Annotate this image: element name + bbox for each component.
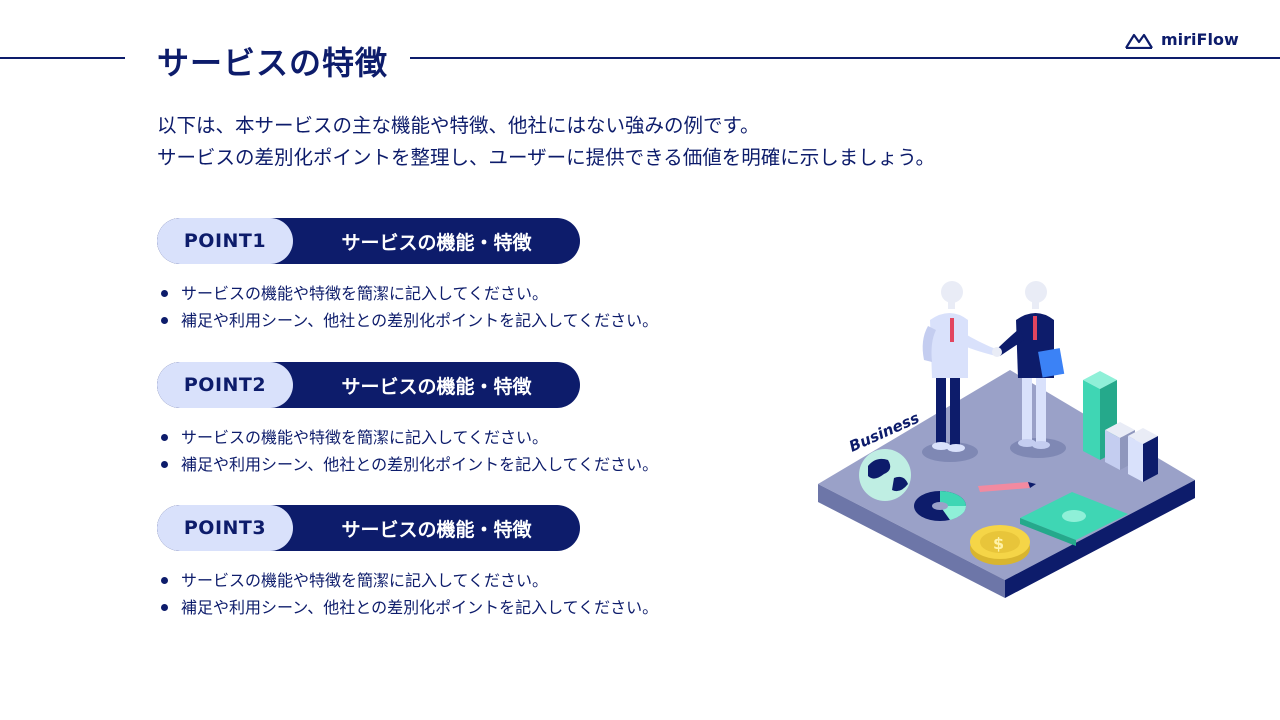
banknote-icon (1020, 492, 1128, 546)
dollar-sign-icon: $ (993, 534, 1004, 553)
globe-icon (859, 449, 911, 501)
pie-chart-icon (914, 491, 967, 521)
bullet-item: 補足や利用シーン、他社との差別化ポイントを記入してください。 (157, 307, 857, 334)
bullet-item: サービスの機能や特徴を簡潔に記入してください。 (157, 424, 857, 451)
header-rule-left (0, 57, 125, 59)
page-title: サービスの特徴 (157, 44, 389, 82)
point-bullets: サービスの機能や特徴を簡潔に記入してください。 補足や利用シーン、他社との差別化… (157, 424, 857, 478)
bullet-item: サービスの機能や特徴を簡潔に記入してください。 (157, 280, 857, 307)
bullet-item: 補足や利用シーン、他社との差別化ポイントを記入してください。 (157, 594, 857, 621)
brand-logo: miriFlow (1125, 30, 1239, 49)
bullet-item: サービスの機能や特徴を簡潔に記入してください。 (157, 567, 857, 594)
person-right (992, 281, 1065, 449)
point-section-1: POINT1 サービスの機能・特徴 サービスの機能や特徴を簡潔に記入してください… (157, 218, 857, 334)
intro-text: 以下は、本サービスの主な機能や特徴、他社にはない強みの例です。 サービスの差別化… (157, 110, 935, 174)
point-pill: POINT2 サービスの機能・特徴 (157, 362, 580, 408)
point-label: サービスの機能・特徴 (341, 375, 532, 398)
bullet-item: 補足や利用シーン、他社との差別化ポイントを記入してください。 (157, 451, 857, 478)
person-left (922, 281, 998, 452)
point-tag: POINT3 (157, 505, 293, 551)
point-bullets: サービスの機能や特徴を簡潔に記入してください。 補足や利用シーン、他社との差別化… (157, 567, 857, 621)
pencil-icon (978, 482, 1036, 492)
point-section-3: POINT3 サービスの機能・特徴 サービスの機能や特徴を簡潔に記入してください… (157, 505, 857, 621)
intro-line-2: サービスの差別化ポイントを整理し、ユーザーに提供できる価値を明確に示しましょう。 (157, 146, 936, 169)
intro-line-1: 以下は、本サービスの主な機能や特徴、他社にはない強みの例です。 (157, 114, 760, 137)
point-label: サービスの機能・特徴 (341, 518, 532, 541)
point-pill: POINT3 サービスの機能・特徴 (157, 505, 580, 551)
header-rule-right (410, 57, 1280, 59)
point-label: サービスの機能・特徴 (341, 231, 532, 254)
brand-name: miriFlow (1161, 30, 1239, 49)
point-tag: POINT1 (157, 218, 293, 264)
bar-blocks (1083, 371, 1158, 482)
point-pill: POINT1 サービスの機能・特徴 (157, 218, 580, 264)
business-handshake-illustration: Business (818, 281, 1195, 598)
point-section-2: POINT2 サービスの機能・特徴 サービスの機能や特徴を簡潔に記入してください… (157, 362, 857, 478)
point-tag: POINT2 (157, 362, 293, 408)
mountain-logo-icon (1125, 33, 1153, 49)
point-bullets: サービスの機能や特徴を簡潔に記入してください。 補足や利用シーン、他社との差別化… (157, 280, 857, 334)
coin-icon: $ (970, 525, 1030, 565)
